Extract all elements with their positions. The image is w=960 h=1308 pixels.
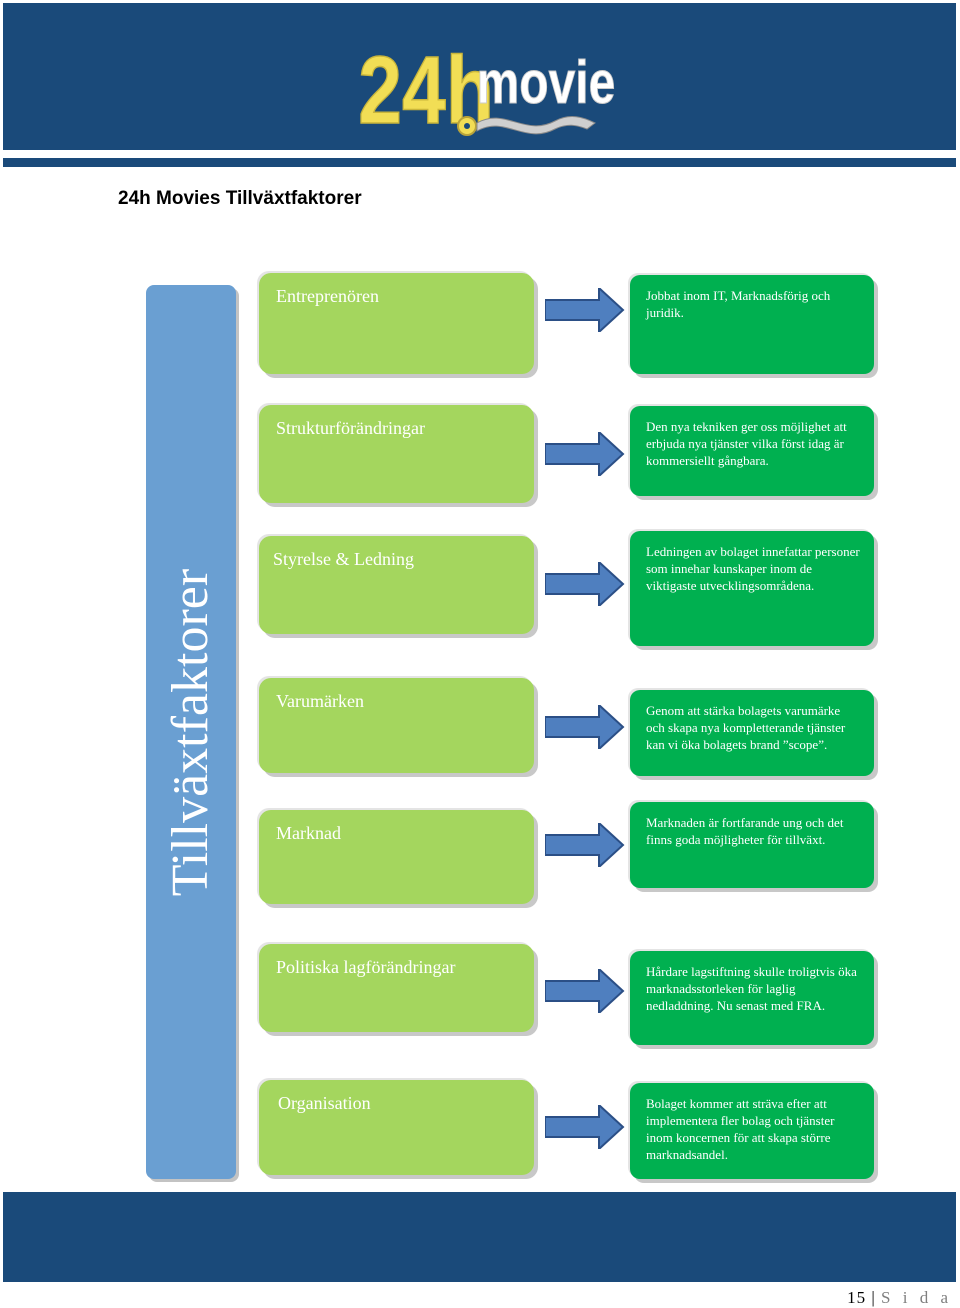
page-number: 15 | S i d a — [847, 1288, 952, 1308]
description-box: Jobbat inom IT, Marknadsförig och juridi… — [630, 275, 874, 374]
side-label-container: Tillväxtfaktorer — [146, 285, 236, 1179]
description-box: Bolaget kommer att sträva efter att impl… — [630, 1083, 874, 1179]
factor-label: Organisation — [278, 1093, 371, 1113]
description-text: Bolaget kommer att sträva efter att impl… — [646, 1096, 835, 1162]
side-bar — [146, 285, 236, 1179]
description-text: Den nya tekniken ger oss möjlighet att e… — [646, 419, 847, 468]
side-label: Tillväxtfaktorer — [162, 568, 220, 896]
factor-box-politiska-lagforandringar: Politiska lagförändringar — [259, 944, 534, 1032]
factor-box-varumarken: Varumärken — [259, 678, 534, 773]
arrow-right-icon — [545, 432, 625, 476]
description-text: Hårdare lagstiftning skulle troligtvis ö… — [646, 964, 857, 1013]
description-text: Genom att stärka bolagets varumärke och … — [646, 703, 846, 752]
factor-box-organisation: Organisation — [259, 1080, 534, 1175]
factor-box-styrelse-ledning: Styrelse & Ledning — [259, 536, 534, 634]
factor-box-strukturforandringar: Strukturförändringar — [259, 405, 534, 503]
24h-movies-logo: 24h movies — [358, 36, 615, 145]
factor-box-marknad: Marknad — [259, 810, 534, 904]
factor-label: Entreprenören — [276, 286, 379, 306]
page-word: S i d a — [881, 1288, 952, 1307]
description-text: Ledningen av bolaget innefattar personer… — [646, 544, 860, 593]
factor-label: Varumärken — [276, 691, 364, 711]
arrow-right-icon — [545, 1105, 625, 1149]
film-reel-icon — [457, 116, 477, 136]
factor-label: Politiska lagförändringar — [276, 957, 456, 977]
description-box: Genom att stärka bolagets varumärke och … — [630, 690, 874, 776]
arrow-right-icon — [545, 288, 625, 332]
factor-label: Marknad — [276, 823, 341, 843]
description-text: Marknaden är fortfarande ung och det fin… — [646, 815, 844, 847]
arrow-right-icon — [545, 705, 625, 749]
factor-label: Styrelse & Ledning — [273, 549, 414, 569]
logo-movies: movies — [477, 49, 615, 116]
factor-box-entreprenoren: Entreprenören — [259, 273, 534, 374]
film-strip-icon — [476, 116, 596, 135]
arrow-right-icon — [545, 969, 625, 1013]
page-number-value: 15 — [847, 1288, 867, 1307]
footer-banner — [3, 1192, 956, 1282]
page-title: 24h Movies Tillväxtfaktorer — [118, 188, 362, 209]
page-number-separator: | — [871, 1288, 876, 1307]
description-box: Marknaden är fortfarande ung och det fin… — [630, 802, 874, 888]
factor-label: Strukturförändringar — [276, 418, 425, 438]
description-box: Hårdare lagstiftning skulle troligtvis ö… — [630, 951, 874, 1045]
description-text: Jobbat inom IT, Marknadsförig och juridi… — [646, 288, 831, 320]
description-box: Ledningen av bolaget innefattar personer… — [630, 531, 874, 646]
arrow-right-icon — [545, 823, 625, 867]
description-box: Den nya tekniken ger oss möjlighet att e… — [630, 406, 874, 496]
header-divider — [3, 158, 956, 167]
arrow-right-icon — [545, 562, 625, 606]
